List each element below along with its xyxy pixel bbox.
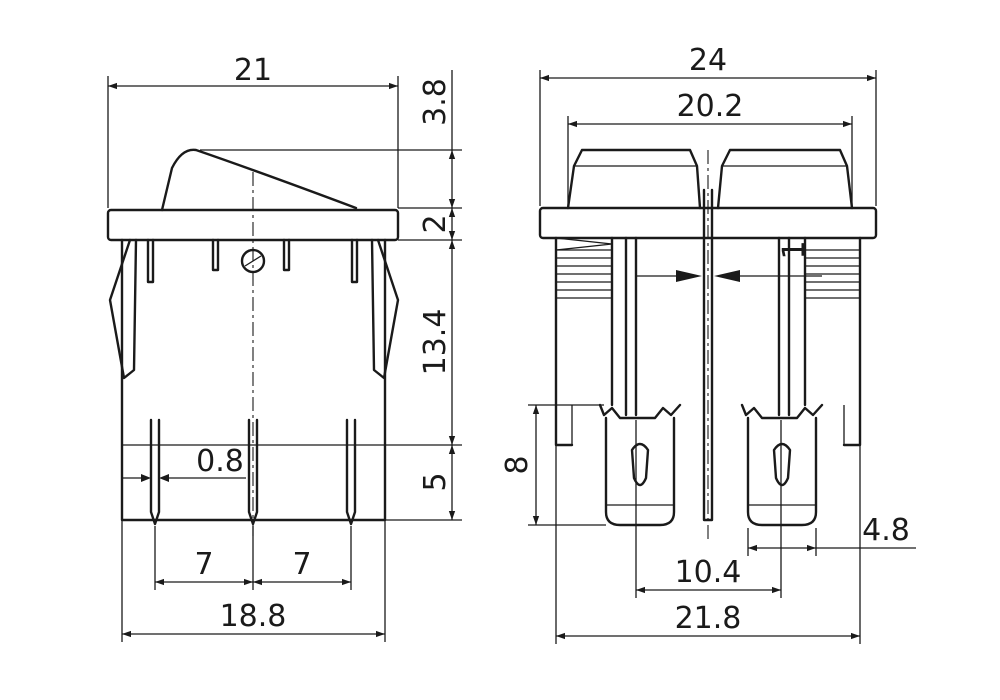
front-latch-ribs-left	[555, 237, 613, 299]
dim-front-overall-width: 24	[689, 43, 727, 78]
dim-terminal-thickness: 0.8	[196, 444, 244, 479]
front-latch-ribs-right	[805, 249, 860, 299]
front-rocker-right	[716, 148, 854, 210]
front-view: 24 20.2 1 8 4.8 10.4 21.8	[500, 43, 916, 644]
side-pin	[282, 238, 291, 272]
dim-bezel-thickness: 2	[418, 214, 453, 233]
front-terminal-right	[740, 403, 824, 527]
side-terminal	[345, 418, 357, 526]
front-post-right	[777, 236, 791, 417]
dim-overall-width: 21	[234, 53, 272, 88]
front-housing	[554, 236, 862, 447]
side-latch-left	[108, 238, 138, 380]
side-view: 21 3.8 2 13.4 5 0.8 7 7 18.8	[106, 53, 462, 642]
side-pin	[350, 238, 359, 284]
side-latch-right	[370, 238, 400, 380]
side-pin	[211, 238, 220, 272]
dim-terminal-spacing: 10.4	[675, 555, 742, 590]
dim-front-body-width: 21.8	[675, 601, 742, 636]
dim-pitch-left: 7	[194, 547, 213, 582]
side-terminal	[247, 418, 259, 526]
front-terminal-left	[598, 403, 682, 527]
dim-gap: 1	[777, 240, 812, 259]
dim-rocker-width: 20.2	[677, 89, 744, 124]
dim-terminal-length: 5	[418, 472, 453, 491]
side-pin	[146, 238, 155, 284]
side-terminal	[149, 418, 161, 526]
dim-body-width: 18.8	[220, 599, 287, 634]
dim-pitch-right: 7	[292, 547, 311, 582]
front-internal-wall	[610, 236, 807, 407]
front-rocker-left	[566, 148, 702, 210]
front-post-left	[624, 236, 638, 417]
dim-rocker-height: 3.8	[418, 78, 453, 126]
dim-terminal-width: 4.8	[862, 513, 910, 548]
dim-front-terminal-length: 8	[500, 455, 535, 474]
dim-body-depth: 13.4	[418, 309, 453, 376]
side-rocker	[160, 148, 358, 212]
